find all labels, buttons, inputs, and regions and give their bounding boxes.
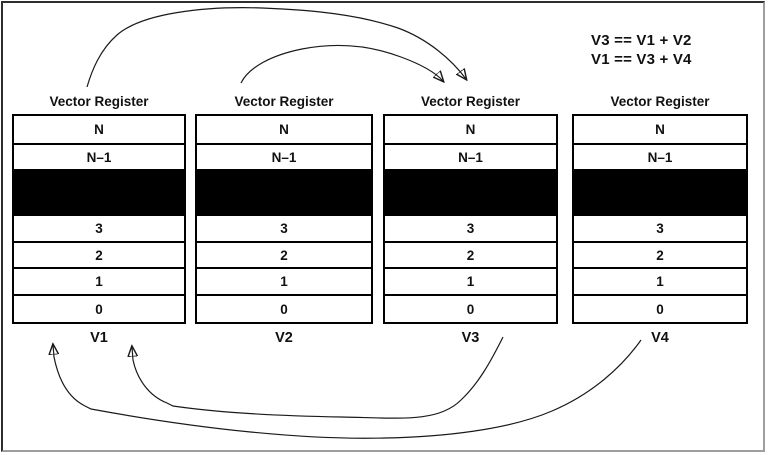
register-label: V1 — [90, 330, 108, 346]
register-label: V2 — [275, 330, 293, 346]
register-label: V3 — [461, 330, 480, 346]
arrow-v3-to-v1 — [132, 336, 504, 419]
vector-register-v3: Vector Register N N–1 3 2 1 0 V3 — [383, 93, 558, 346]
register-cell-n: N — [465, 122, 476, 137]
equation-line-1: V3 == V1 + V2 — [591, 32, 692, 49]
register-cell-n1: N–1 — [385, 143, 556, 169]
register-title: Vector Register — [234, 94, 334, 109]
register-cell-n1: N–1 — [197, 143, 371, 169]
register-cell-0: 0 — [574, 294, 746, 322]
register-cell-3: 3 — [385, 214, 556, 241]
vector-register-v4: Vector Register N N–1 3 2 1 0 V4 — [572, 93, 748, 346]
register-cell-n: N — [655, 122, 665, 137]
register-cell-elided — [197, 169, 371, 214]
vector-register-v2: Vector Register N N–1 3 2 1 0 V2 — [195, 93, 373, 346]
register-cell-elided — [385, 169, 556, 214]
register-table: N N–1 3 2 1 0 — [12, 114, 186, 324]
register-cell-0: 0 — [197, 294, 371, 322]
register-title: Vector Register — [49, 94, 149, 109]
register-table: N N–1 3 2 1 0 — [383, 114, 558, 324]
register-cell-3: 3 — [197, 214, 371, 241]
register-cell-1: 1 — [197, 267, 371, 294]
register-table: N N–1 3 2 1 0 — [195, 114, 373, 324]
register-cell-n: N — [279, 122, 289, 137]
register-cell-0: 0 — [14, 294, 184, 322]
register-title: Vector Register — [420, 94, 521, 109]
vector-register-v1: Vector Register N N–1 3 2 1 0 V1 — [12, 93, 186, 346]
equation-line-2: V1 == V3 + V4 — [591, 51, 692, 68]
register-cell-2: 2 — [385, 241, 556, 267]
register-cell-n: N — [94, 122, 104, 137]
register-cell-3: 3 — [574, 214, 746, 241]
equations-block: V3 == V1 + V2 V1 == V3 + V4 — [591, 31, 692, 69]
register-cell-1: 1 — [14, 267, 184, 294]
register-label: V4 — [651, 330, 669, 346]
register-cell-elided — [14, 169, 184, 214]
register-cell-2: 2 — [574, 241, 746, 267]
register-cell-1: 1 — [385, 267, 556, 294]
register-cell-1: 1 — [574, 267, 746, 294]
register-cell-3: 3 — [14, 214, 184, 241]
arrow-v1-to-v3 — [86, 7, 466, 88]
register-cell-n1: N–1 — [14, 143, 184, 169]
register-cell-n1: N–1 — [574, 143, 746, 169]
register-cell-elided — [574, 169, 746, 214]
register-title: Vector Register — [610, 94, 710, 109]
register-cell-2: 2 — [14, 241, 184, 267]
register-cell-2: 2 — [197, 241, 371, 267]
arrow-v2-to-v3 — [240, 44, 443, 84]
register-cell-0: 0 — [385, 294, 556, 322]
register-table: N N–1 3 2 1 0 — [572, 114, 748, 324]
arrow-v4-to-v1 — [53, 339, 642, 439]
